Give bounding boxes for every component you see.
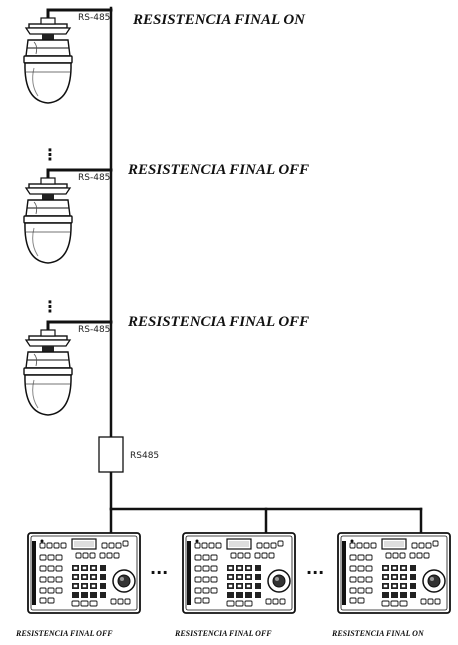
camera-ellipsis-2: ⋮	[42, 297, 58, 316]
camera-1-port-label: RS-485	[78, 13, 110, 23]
camera-ellipsis-1: ⋮	[42, 145, 58, 164]
keyboard-ellipsis-1: ···	[150, 563, 168, 582]
keyboard-1	[27, 532, 141, 614]
keyboard-2	[182, 532, 296, 614]
keyboard-3-termination-label: RESISTENCIA FINAL ON	[331, 629, 425, 638]
camera-3-termination-label: RESISTENCIA FINAL OFF	[127, 314, 309, 330]
keyboard-1-termination-label: RESISTENCIA FINAL OFF	[15, 629, 113, 638]
camera-1-termination-label: RESISTENCIA FINAL ON	[132, 12, 306, 28]
converter-box	[98, 436, 124, 473]
camera-3	[23, 329, 73, 416]
camera-1	[23, 17, 73, 104]
keyboard-3	[337, 532, 451, 614]
converter-label: RS485	[130, 451, 159, 461]
camera-3-port-label: RS-485	[78, 325, 110, 335]
rs485-converter: RS485	[98, 436, 159, 473]
camera-2-port-label: RS-485	[78, 173, 110, 183]
keyboard-2-termination-label: RESISTENCIA FINAL OFF	[174, 629, 272, 638]
camera-2-termination-label: RESISTENCIA FINAL OFF	[127, 162, 309, 178]
camera-2	[23, 177, 73, 264]
keyboard-ellipsis-2: ···	[306, 563, 324, 582]
